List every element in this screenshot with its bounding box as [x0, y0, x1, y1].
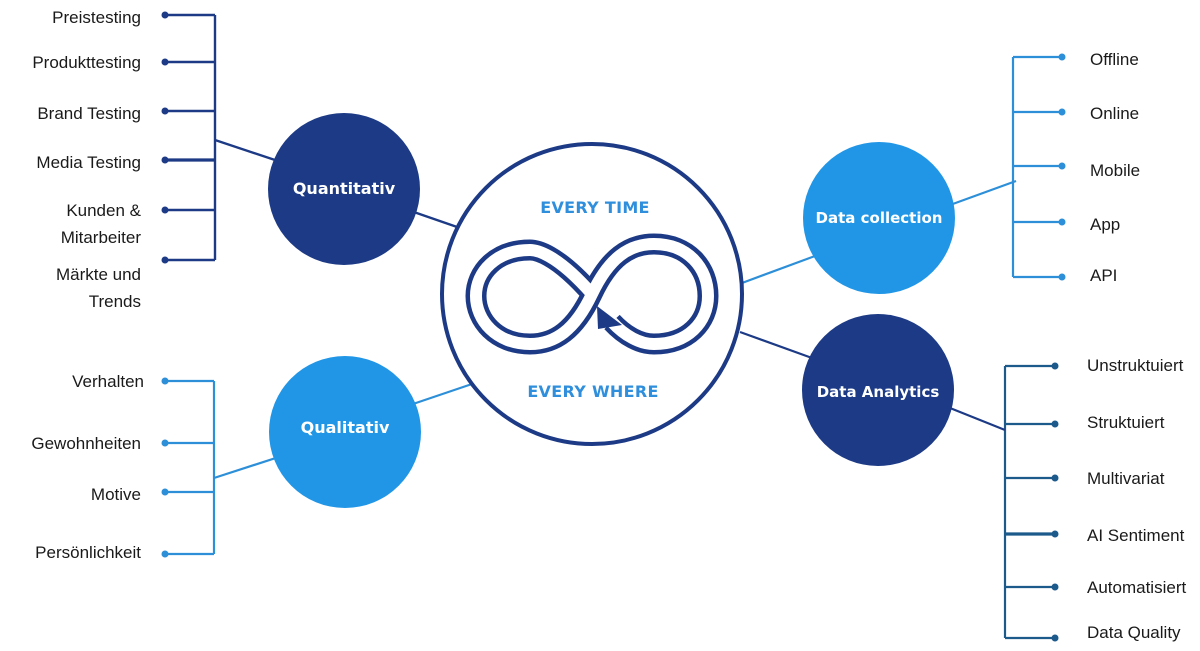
list-item: Märkte und — [56, 265, 141, 284]
data-analytics-node: Data Analytics — [802, 314, 954, 466]
data-collection-node: Data collection — [803, 142, 955, 294]
data-analytics-bracket — [739, 330, 1055, 640]
list-item: Offline — [1090, 50, 1139, 69]
list-item: Multivariat — [1087, 469, 1165, 488]
data-collection-label: Data collection — [816, 209, 943, 227]
list-item: Data Quality — [1087, 623, 1181, 642]
list-item: Motive — [91, 485, 141, 504]
list-item: Struktuiert — [1087, 413, 1165, 432]
quantitativ-label: Quantitativ — [293, 179, 396, 198]
data-analytics-label: Data Analytics — [817, 383, 940, 401]
qualitativ-dots — [161, 377, 169, 558]
center-top-text: EVERY TIME — [540, 198, 650, 217]
list-item: AI Sentiment — [1087, 526, 1185, 545]
list-item: Preistesting — [52, 8, 141, 27]
data-collection-dots — [1058, 53, 1066, 281]
list-item: App — [1090, 215, 1120, 234]
data-collection-items: Offline Online Mobile App API — [1090, 50, 1140, 285]
center-bottom-text: EVERY WHERE — [527, 382, 658, 401]
list-item: API — [1090, 266, 1117, 285]
list-item: Kunden & — [66, 201, 141, 220]
list-item: Unstruktuiert — [1087, 356, 1184, 375]
list-item: Online — [1090, 104, 1139, 123]
data-analytics-items: Unstruktuiert Struktuiert Multivariat AI… — [1087, 356, 1186, 642]
quantitativ-dots — [161, 11, 169, 264]
infinity-loop-icon — [465, 233, 719, 355]
list-item: Automatisiert — [1087, 578, 1186, 597]
qualitativ-node: Qualitativ — [269, 356, 421, 508]
list-item: Mobile — [1090, 161, 1140, 180]
list-item: Produkttesting — [32, 53, 141, 72]
list-item: Persönlichkeit — [35, 543, 141, 562]
qualitativ-bracket — [165, 379, 473, 556]
list-item: Trends — [89, 292, 141, 311]
qualitativ-label: Qualitativ — [301, 418, 390, 437]
data-analytics-dots — [1051, 362, 1059, 642]
quantitativ-items: Preistesting Produkttesting Brand Testin… — [32, 8, 141, 311]
data-collection-bracket — [741, 55, 1062, 285]
center-node: EVERY TIME EVERY WHERE — [440, 142, 744, 446]
list-item: Verhalten — [72, 372, 144, 391]
list-item: Gewohnheiten — [31, 434, 141, 453]
quantitativ-bracket — [165, 13, 461, 262]
qualitativ-items: Verhalten Gewohnheiten Motive Persönlich… — [31, 372, 144, 562]
quantitativ-node: Quantitativ — [268, 113, 420, 265]
list-item: Brand Testing — [37, 104, 141, 123]
list-item: Mitarbeiter — [61, 228, 142, 247]
list-item: Media Testing — [36, 153, 141, 172]
